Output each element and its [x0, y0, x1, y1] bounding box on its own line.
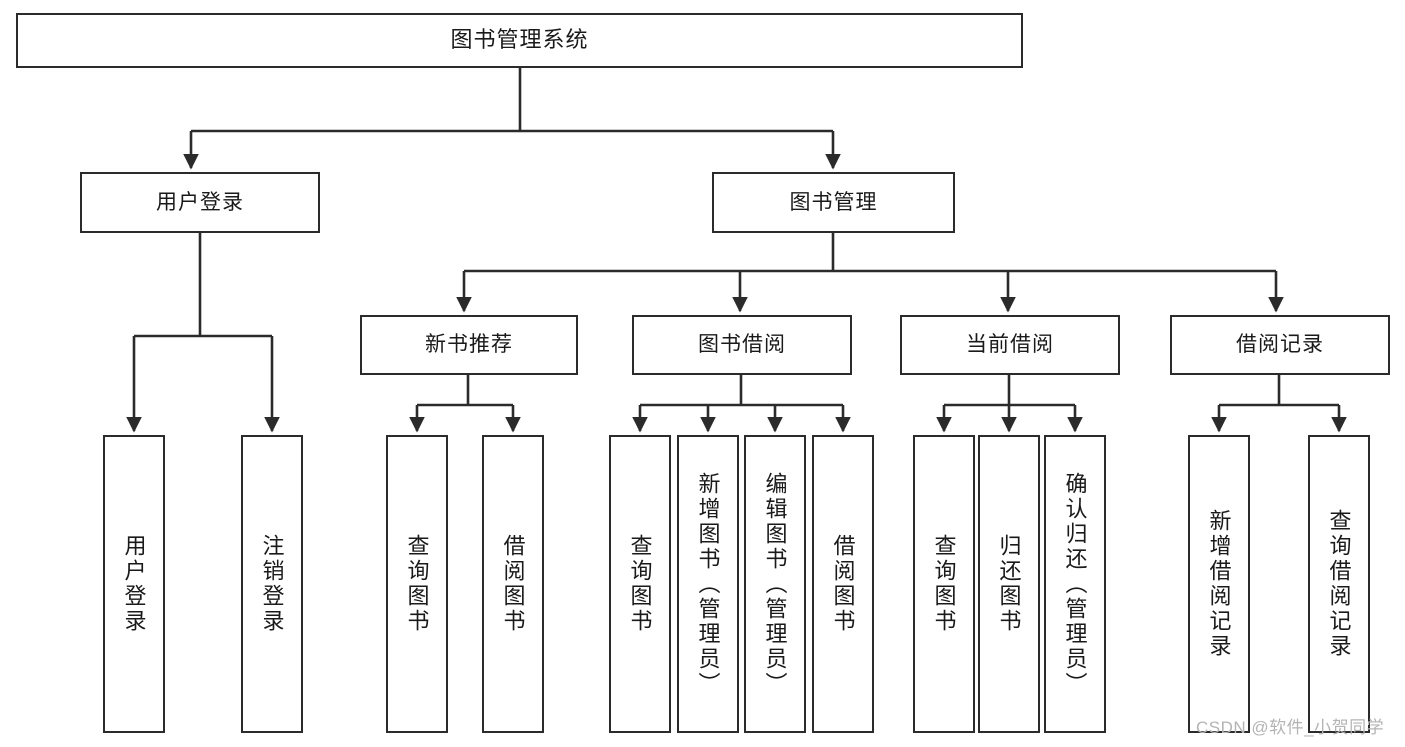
node-label: 图书管理系统	[450, 27, 589, 53]
node-label: 用户登录	[121, 534, 147, 634]
node-leaf-add-borrow-record[interactable]: 新增借阅记录	[1188, 435, 1250, 733]
node-label: 图书借阅	[698, 333, 786, 357]
node-label: 用户登录	[156, 190, 244, 214]
node-label: 图书管理	[789, 190, 878, 214]
node-leaf-add-book-admin[interactable]: 新增图书（管理员）	[677, 435, 739, 733]
node-label: 查询借阅记录	[1326, 509, 1352, 659]
node-book-borrow[interactable]: 图书借阅	[632, 315, 852, 375]
node-leaf-query-borrow-record[interactable]: 查询借阅记录	[1308, 435, 1370, 733]
node-leaf-query-book-recommend[interactable]: 查询图书	[386, 435, 448, 733]
node-label: 查询图书	[931, 534, 957, 634]
node-leaf-borrow-book[interactable]: 借阅图书	[812, 435, 874, 733]
node-leaf-confirm-return-admin[interactable]: 确认归还（管理员）	[1044, 435, 1106, 733]
node-leaf-query-book-borrow[interactable]: 查询图书	[609, 435, 671, 733]
node-leaf-borrow-book-recommend[interactable]: 借阅图书	[482, 435, 544, 733]
node-current-borrow[interactable]: 当前借阅	[900, 315, 1120, 375]
node-label: 编辑图书（管理员）	[762, 471, 788, 697]
node-label: 新增图书（管理员）	[695, 471, 721, 697]
node-label: 新增借阅记录	[1206, 509, 1232, 659]
node-label: 借阅图书	[830, 534, 856, 634]
node-label: 借阅图书	[500, 534, 526, 634]
watermark: CSDN @软件_小贺同学	[1196, 718, 1385, 737]
node-root-book-management-system[interactable]: 图书管理系统	[16, 13, 1023, 68]
node-leaf-user-login[interactable]: 用户登录	[103, 435, 165, 733]
node-leaf-logout[interactable]: 注销登录	[241, 435, 303, 733]
node-borrow-record[interactable]: 借阅记录	[1170, 315, 1390, 375]
node-label: 确认归还（管理员）	[1062, 471, 1088, 697]
node-label: 新书推荐	[425, 333, 513, 357]
node-label: 借阅记录	[1236, 333, 1324, 357]
node-user-login[interactable]: 用户登录	[80, 172, 320, 233]
node-leaf-return-book[interactable]: 归还图书	[978, 435, 1040, 733]
node-new-book-recommend[interactable]: 新书推荐	[360, 315, 578, 375]
node-label: 当前借阅	[966, 333, 1054, 357]
node-leaf-edit-book-admin[interactable]: 编辑图书（管理员）	[744, 435, 806, 733]
node-label: 查询图书	[404, 534, 430, 634]
node-label: 查询图书	[627, 534, 653, 634]
node-label: 注销登录	[259, 534, 285, 634]
node-label: 归还图书	[996, 534, 1022, 634]
node-book-management[interactable]: 图书管理	[712, 172, 955, 233]
node-leaf-query-book-current[interactable]: 查询图书	[913, 435, 975, 733]
